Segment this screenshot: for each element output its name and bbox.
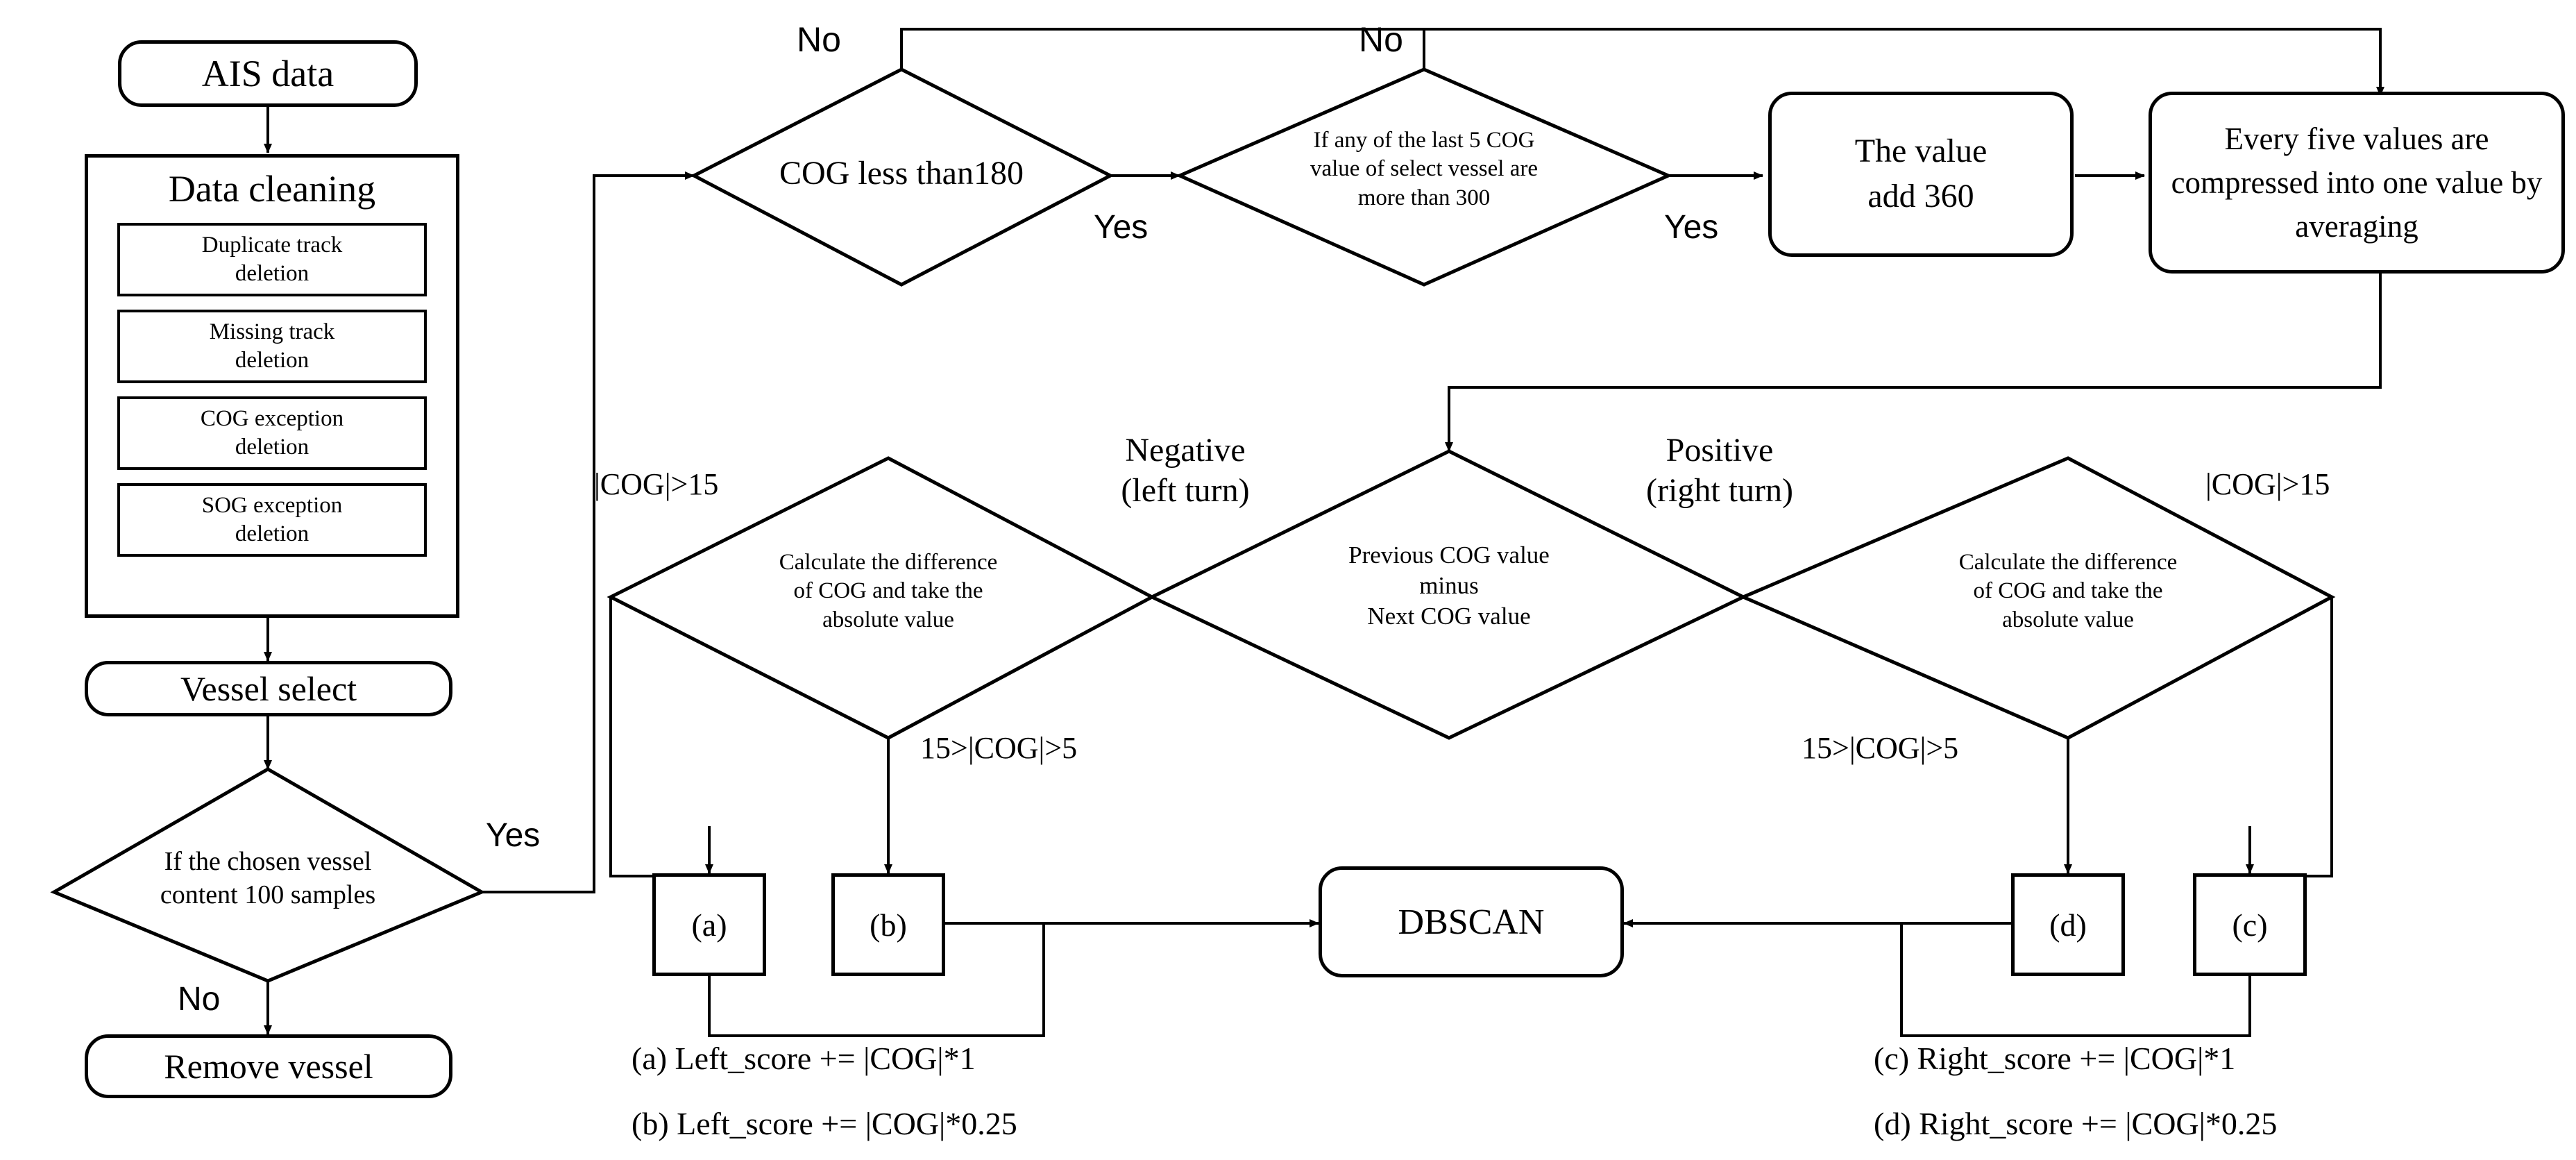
edge-label-vessel-yes: Yes (486, 817, 541, 854)
edge-label-right-cog-mid: 15>|COG|>5 (1802, 731, 1959, 765)
node-value-add-360-label: The value add 360 (1854, 133, 1988, 215)
node-missing-track-deletion[interactable]: Missing track deletion (117, 310, 427, 383)
legend-left-a: (a) Left_score += |COG|*1 (632, 1041, 976, 1076)
edge-decision-yes-to-cog180 (482, 171, 695, 893)
edge-label-last5-yes: Yes (1664, 209, 1719, 246)
node-remove-vessel[interactable]: Remove vessel (85, 1034, 452, 1098)
edge-label-left-cog-gt15: |COG|>15 (594, 467, 719, 501)
node-box-c-label: (c) (2232, 907, 2268, 943)
legend-right-d: (d) Right_score += |COG|*0.25 (1874, 1106, 2278, 1141)
edge-label-vessel-no: No (178, 981, 221, 1018)
node-data-cleaning[interactable]: Data cleaning Duplicate track deletion M… (85, 154, 459, 618)
edge-cog180-no-to-compress (900, 28, 2384, 96)
node-box-c[interactable]: (c) (2193, 873, 2307, 976)
legend-right-c: (c) Right_score += |COG|*1 (1874, 1041, 2236, 1076)
edge-label-left-cog-mid: 15>|COG|>5 (920, 731, 1078, 765)
node-box-a[interactable]: (a) (652, 873, 766, 976)
edge-compress-to-prevcog (1445, 272, 2382, 452)
node-dbscan-label: DBSCAN (1398, 902, 1545, 942)
node-box-b[interactable]: (b) (831, 873, 945, 976)
node-vessel-select[interactable]: Vessel select (85, 661, 452, 716)
edge-label-cog180-no: No (797, 20, 841, 59)
node-box-d-label: (d) (2049, 907, 2087, 943)
edge-label-cog180-yes: Yes (1094, 209, 1149, 246)
duplicate-track-label: Duplicate track deletion (201, 232, 343, 286)
node-box-b-label: (b) (870, 907, 907, 943)
missing-track-label: Missing track deletion (209, 319, 335, 373)
edge-label-positive-right-turn: Positive (right turn) (1646, 432, 1793, 509)
diamond-last5-cog-label: If any of the last 5 COG value of select… (1310, 128, 1538, 210)
node-sog-exception-deletion[interactable]: SOG exception deletion (117, 483, 427, 557)
edge-label-last5-no: No (1359, 20, 1403, 59)
diamond-chosen-vessel-label: If the chosen vessel content 100 samples (160, 847, 376, 909)
data-cleaning-title: Data cleaning (168, 168, 376, 210)
edge-leftcalc-to-a-seg (609, 597, 711, 877)
sog-exception-label: SOG exception deletion (201, 492, 343, 546)
diamond-prev-minus-next-label: Previous COG value minus Next COG value (1348, 541, 1550, 630)
diamond-cog-less-180-label: COG less than180 (779, 155, 1024, 192)
node-box-a-label: (a) (691, 907, 727, 943)
edge-label-right-cog-gt15: |COG|>15 (2205, 467, 2330, 501)
node-duplicate-track-deletion[interactable]: Duplicate track deletion (117, 223, 427, 296)
node-ais-data[interactable]: AIS data (118, 40, 418, 107)
diamond-calc-diff-left-label: Calculate the difference of COG and take… (779, 550, 998, 632)
cog-exception-label: COG exception deletion (200, 405, 344, 460)
edge-label-negative-left-turn: Negative (left turn) (1121, 432, 1250, 509)
node-ais-data-label: AIS data (201, 53, 334, 94)
node-vessel-select-label: Vessel select (180, 669, 357, 708)
node-compress-values[interactable]: Every five values are compressed into on… (2149, 92, 2565, 274)
node-remove-vessel-label: Remove vessel (164, 1047, 373, 1086)
node-compress-values-label: Every five values are compressed into on… (2171, 121, 2543, 244)
node-value-add-360[interactable]: The value add 360 (1768, 92, 2074, 257)
diamond-calc-diff-right-label: Calculate the difference of COG and take… (1958, 550, 2178, 632)
node-dbscan[interactable]: DBSCAN (1319, 866, 1624, 977)
legend-left-b: (b) Left_score += |COG|*0.25 (632, 1106, 1017, 1141)
node-cog-exception-deletion[interactable]: COG exception deletion (117, 396, 427, 470)
edge-rightcalc-to-c-seg (2248, 597, 2333, 877)
node-box-d[interactable]: (d) (2011, 873, 2125, 976)
